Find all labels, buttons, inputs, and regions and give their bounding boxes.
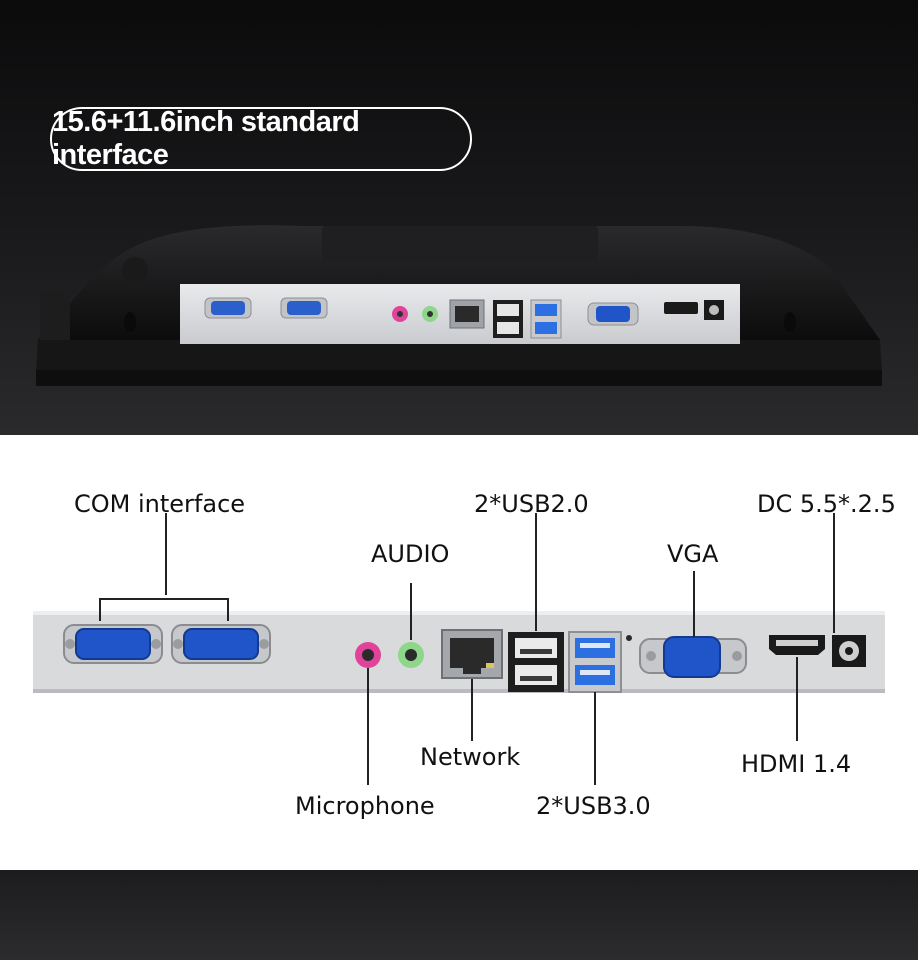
label-microphone: Microphone — [295, 792, 435, 820]
label-usb2: 2*USB2.0 — [474, 490, 589, 518]
bottom-dark-band — [0, 870, 918, 960]
title-badge: 15.6+11.6inch standard interface — [50, 106, 472, 171]
dc-jack — [832, 635, 866, 667]
label-hdmi: HDMI 1.4 — [741, 750, 852, 778]
label-audio: AUDIO — [371, 540, 450, 568]
label-usb3: 2*USB3.0 — [536, 792, 651, 820]
vga-port — [639, 636, 747, 678]
monitor-bottom-photo — [36, 225, 882, 386]
top-photo-section: 15.6+11.6inch standard interface — [0, 0, 918, 435]
com-port-1 — [63, 624, 163, 664]
network-port — [441, 629, 503, 679]
audio-jack — [398, 642, 424, 668]
com-port-2 — [171, 624, 271, 664]
label-network: Network — [420, 743, 521, 771]
hdmi-port — [769, 635, 825, 655]
usb2-ports — [508, 632, 564, 692]
leader-lines — [99, 513, 835, 785]
label-vga: VGA — [667, 540, 719, 568]
label-dc: DC 5.5*.2.5 — [757, 490, 896, 518]
interface-diagram — [33, 513, 885, 785]
title-text: 15.6+11.6inch standard interface — [52, 106, 360, 171]
label-com-interface: COM interface — [74, 490, 246, 518]
microphone-jack — [355, 642, 381, 668]
usb3-ports — [568, 631, 622, 693]
